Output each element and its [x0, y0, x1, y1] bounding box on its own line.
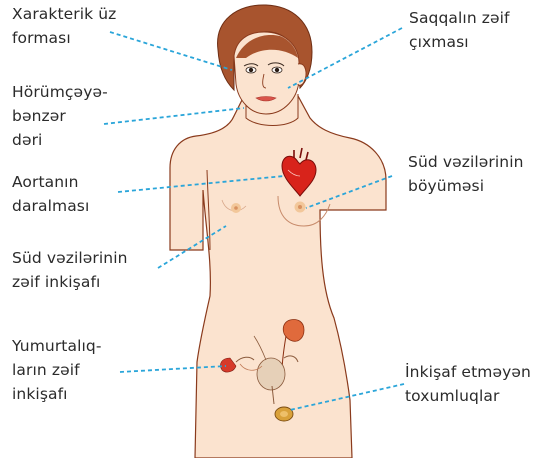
- right-nipple: [295, 202, 306, 213]
- label-testes: İnkişaf etməyən toxumluqlar: [405, 360, 531, 408]
- label-breast-weak: Süd vəzilərinin zəif inkişafı: [12, 246, 128, 294]
- torso: [170, 96, 386, 458]
- label-skin: Hörümçəyə- bənzər dəri: [12, 80, 108, 152]
- leader-face-shape: [110, 32, 232, 70]
- label-breast-growth: Süd vəzilərinin böyüməsi: [408, 150, 524, 198]
- body-figure: [170, 96, 386, 458]
- label-ovaries: Yumurtalıq- ların zəif inkişafı: [12, 334, 102, 406]
- label-beard: Saqqalın zəif çıxması: [409, 6, 510, 54]
- label-face-shape: Xarakterik üz forması: [12, 2, 116, 50]
- left-nipple: [231, 203, 241, 213]
- label-aorta: Aortanın daralması: [12, 170, 89, 218]
- leader-skin: [104, 108, 244, 124]
